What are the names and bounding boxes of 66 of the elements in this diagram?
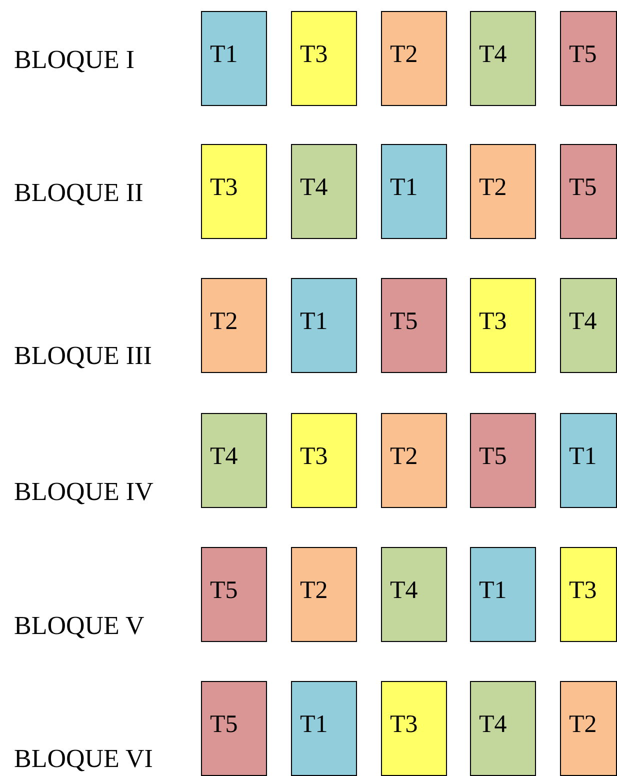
treatment-label: T5: [210, 578, 238, 603]
treatment-label: T1: [479, 578, 507, 603]
treatment-label: T3: [479, 309, 507, 334]
plot-box: [201, 413, 267, 508]
treatment-label: T3: [300, 444, 328, 469]
plot-box: [560, 547, 617, 642]
plot-box: [291, 547, 357, 642]
treatment-label: T2: [210, 309, 238, 334]
treatment-label: T4: [479, 712, 507, 737]
plot-box: [201, 681, 267, 776]
plot-box: [560, 11, 617, 106]
plot-box: [201, 278, 267, 373]
plot-box: [470, 681, 536, 776]
plot-box: [381, 144, 447, 239]
plot-box: [291, 413, 357, 508]
block-label: BLOQUE IV: [14, 479, 154, 505]
plot-box: [381, 547, 447, 642]
treatment-label: T1: [390, 175, 418, 200]
treatment-label: T3: [390, 712, 418, 737]
treatment-label: T5: [390, 309, 418, 334]
plot-box: [291, 681, 357, 776]
treatment-label: T3: [569, 578, 597, 603]
treatment-label: T4: [479, 42, 507, 67]
treatment-label: T4: [390, 578, 418, 603]
block-label: BLOQUE VI: [14, 746, 153, 772]
plot-box: [560, 681, 617, 776]
treatment-label: T1: [569, 444, 597, 469]
treatment-label: T4: [569, 309, 597, 334]
plot-box: [470, 413, 536, 508]
treatment-label: T2: [569, 712, 597, 737]
block-label: BLOQUE III: [14, 343, 152, 369]
block-label: BLOQUE I: [14, 47, 135, 73]
treatment-label: T1: [210, 42, 238, 67]
plot-box: [470, 11, 536, 106]
plot-box: [560, 278, 617, 373]
plot-box: [381, 278, 447, 373]
plot-box: [291, 144, 357, 239]
treatment-label: T1: [300, 309, 328, 334]
plot-box: [291, 278, 357, 373]
plot-box: [470, 547, 536, 642]
treatment-label: T4: [300, 175, 328, 200]
treatment-label: T5: [210, 712, 238, 737]
treatment-label: T2: [390, 444, 418, 469]
plot-box: [291, 11, 357, 106]
block-label: BLOQUE V: [14, 613, 144, 639]
treatment-label: T2: [300, 578, 328, 603]
plot-box: [201, 144, 267, 239]
treatment-label: T5: [569, 42, 597, 67]
plot-box: [470, 278, 536, 373]
treatment-label: T1: [300, 712, 328, 737]
plot-box: [381, 413, 447, 508]
plot-box: [560, 413, 617, 508]
treatment-label: T3: [210, 175, 238, 200]
treatment-label: T5: [479, 444, 507, 469]
treatment-label: T4: [210, 444, 238, 469]
plot-box: [560, 144, 617, 239]
treatment-label: T2: [479, 175, 507, 200]
treatment-label: T5: [569, 175, 597, 200]
treatment-label: T2: [390, 42, 418, 67]
block-label: BLOQUE II: [14, 180, 144, 206]
treatment-label: T3: [300, 42, 328, 67]
plot-box: [381, 11, 447, 106]
plot-box: [470, 144, 536, 239]
plot-box: [201, 547, 267, 642]
plot-box: [381, 681, 447, 776]
plot-box: [201, 11, 267, 106]
